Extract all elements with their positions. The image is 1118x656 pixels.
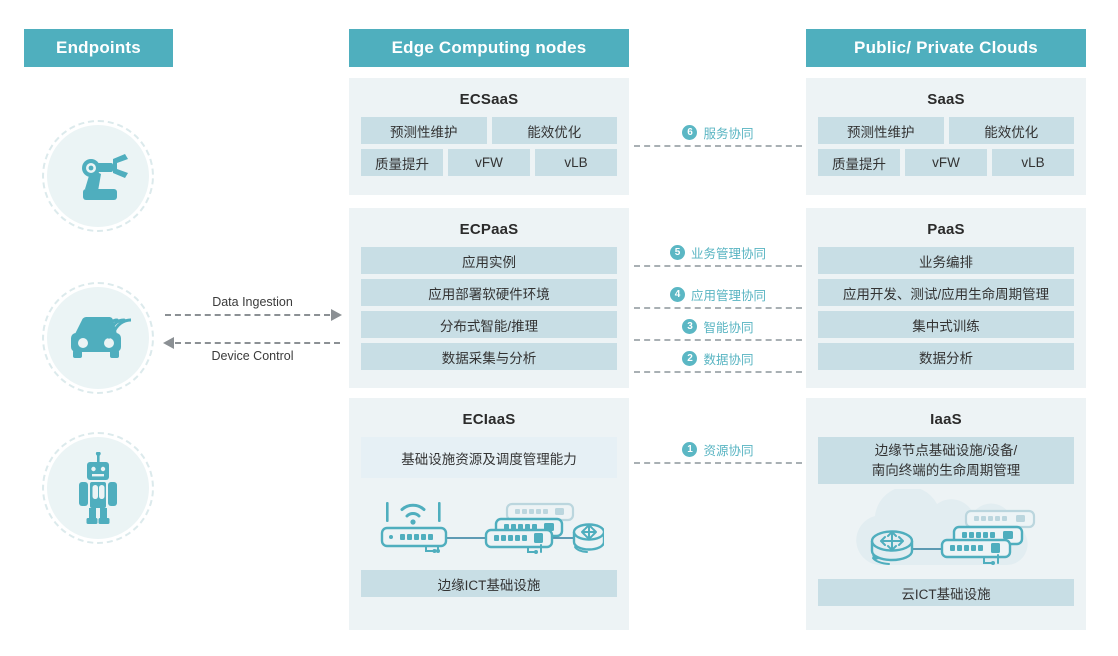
network-devices-icon bbox=[361, 486, 617, 564]
list-item[interactable]: 质量提升 bbox=[361, 149, 443, 176]
card-saas: SaaS 预测性维护 能效优化 质量提升 vFW vLB bbox=[806, 78, 1086, 195]
connector-badge: 6 bbox=[682, 125, 698, 140]
arrow-left-icon bbox=[163, 337, 174, 349]
connector-service-collaboration: 6 服务协同 bbox=[634, 123, 802, 147]
list-item[interactable]: 集中式训练 bbox=[818, 311, 1074, 338]
connector-badge: 5 bbox=[669, 245, 685, 260]
connector-badge: 2 bbox=[682, 351, 698, 366]
card-saas-title: SaaS bbox=[927, 91, 965, 108]
connector-label: 1 资源协同 bbox=[634, 440, 802, 462]
robot-arm-icon bbox=[42, 120, 154, 232]
card-iaas-title: IaaS bbox=[930, 411, 962, 428]
card-eciaas: ECIaaS 基础设施资源及调度管理能力 bbox=[349, 398, 629, 630]
list-item[interactable]: 业务编排 bbox=[818, 247, 1074, 274]
connector-data-collaboration: 2 数据协同 bbox=[634, 349, 802, 373]
connector-line bbox=[634, 339, 802, 341]
connector-line bbox=[634, 462, 802, 464]
list-item[interactable]: vLB bbox=[992, 149, 1074, 176]
list-item-line2: 南向终端的生命周期管理 bbox=[871, 462, 1021, 478]
connector-label: 4 应用管理协同 bbox=[634, 285, 802, 307]
connected-car-icon bbox=[42, 282, 154, 394]
column-header-cloud: Public/ Private Clouds bbox=[806, 29, 1086, 67]
flow-data-ingestion-label: Data Ingestion bbox=[212, 295, 293, 309]
list-item[interactable]: 边缘节点基础设施/设备/ 南向终端的生命周期管理 bbox=[818, 437, 1074, 484]
connector-badge: 4 bbox=[669, 287, 685, 302]
list-item[interactable]: 能效优化 bbox=[948, 117, 1074, 144]
connector-text: 数据协同 bbox=[703, 353, 754, 367]
list-item[interactable]: vFW bbox=[448, 149, 530, 176]
endpoint-ring bbox=[42, 120, 154, 232]
endpoint-robot-arm bbox=[42, 120, 154, 232]
flow-device-control-label: Device Control bbox=[211, 349, 294, 363]
card-ecsaas-row1: 预测性维护 能效优化 bbox=[361, 117, 617, 144]
card-saas-row1: 预测性维护 能效优化 bbox=[818, 117, 1074, 144]
list-item[interactable]: 预测性维护 bbox=[361, 117, 487, 144]
connector-line bbox=[634, 265, 802, 267]
card-paas-title: PaaS bbox=[927, 221, 965, 238]
list-item[interactable]: 数据采集与分析 bbox=[361, 343, 617, 370]
list-item[interactable]: vFW bbox=[905, 149, 987, 176]
card-iaas: IaaS 边缘节点基础设施/设备/ 南向终端的生命周期管理 bbox=[806, 398, 1086, 630]
card-eciaas-title: ECIaaS bbox=[462, 411, 516, 428]
connector-text: 服务协同 bbox=[703, 127, 754, 141]
list-item[interactable]: 应用开发、测试/应用生命周期管理 bbox=[818, 279, 1074, 306]
flow-arrow-left bbox=[163, 337, 340, 349]
connector-label: 3 智能协同 bbox=[634, 317, 802, 339]
flow-device-control: Device Control bbox=[163, 337, 340, 363]
flow-arrow-right bbox=[165, 309, 342, 321]
card-ecpaas-title: ECPaaS bbox=[459, 221, 519, 238]
list-item[interactable]: 基础设施资源及调度管理能力 bbox=[361, 437, 617, 478]
connector-label: 5 业务管理协同 bbox=[634, 243, 802, 265]
endpoint-connected-car bbox=[42, 282, 154, 394]
column-header-edge: Edge Computing nodes bbox=[349, 29, 629, 67]
connector-text: 资源协同 bbox=[703, 444, 754, 458]
card-saas-row2: 质量提升 vFW vLB bbox=[818, 149, 1074, 176]
connector-line bbox=[634, 307, 802, 309]
list-item[interactable]: 边缘ICT基础设施 bbox=[361, 570, 617, 597]
cloud-network-icon bbox=[818, 489, 1074, 575]
connector-line bbox=[634, 145, 802, 147]
connector-text: 业务管理协同 bbox=[690, 247, 766, 261]
list-item[interactable]: 数据分析 bbox=[818, 343, 1074, 370]
list-item[interactable]: 应用部署软硬件环境 bbox=[361, 279, 617, 306]
card-paas: PaaS 业务编排 应用开发、测试/应用生命周期管理 集中式训练 数据分析 bbox=[806, 208, 1086, 388]
endpoint-ring bbox=[42, 282, 154, 394]
list-item[interactable]: 预测性维护 bbox=[818, 117, 944, 144]
column-header-endpoints: Endpoints bbox=[24, 29, 173, 67]
connector-badge: 3 bbox=[682, 319, 698, 334]
connector-text: 智能协同 bbox=[703, 321, 754, 335]
arrow-right-icon bbox=[331, 309, 342, 321]
list-item[interactable]: 能效优化 bbox=[491, 117, 617, 144]
connector-intelligence-collaboration: 3 智能协同 bbox=[634, 317, 802, 341]
connector-badge: 1 bbox=[682, 442, 698, 457]
list-item[interactable]: 分布式智能/推理 bbox=[361, 311, 617, 338]
list-item[interactable]: 云ICT基础设施 bbox=[818, 579, 1074, 606]
connector-line bbox=[634, 371, 802, 373]
connector-application-management-collaboration: 4 应用管理协同 bbox=[634, 285, 802, 309]
connector-label: 2 数据协同 bbox=[634, 349, 802, 371]
flow-data-ingestion: Data Ingestion bbox=[165, 295, 342, 321]
connector-resource-collaboration: 1 资源协同 bbox=[634, 440, 802, 464]
column-header-cloud-label: Public/ Private Clouds bbox=[854, 38, 1038, 57]
column-header-endpoints-label: Endpoints bbox=[56, 38, 141, 57]
card-ecsaas: ECSaaS 预测性维护 能效优化 质量提升 vFW vLB bbox=[349, 78, 629, 195]
connector-business-management-collaboration: 5 业务管理协同 bbox=[634, 243, 802, 267]
list-item[interactable]: 应用实例 bbox=[361, 247, 617, 274]
connector-text: 应用管理协同 bbox=[690, 289, 766, 303]
list-item[interactable]: 质量提升 bbox=[818, 149, 900, 176]
card-ecsaas-title: ECSaaS bbox=[459, 91, 519, 108]
card-ecpaas: ECPaaS 应用实例 应用部署软硬件环境 分布式智能/推理 数据采集与分析 bbox=[349, 208, 629, 388]
column-header-edge-label: Edge Computing nodes bbox=[391, 38, 587, 57]
endpoint-ring bbox=[42, 432, 154, 544]
connector-label: 6 服务协同 bbox=[634, 123, 802, 145]
list-item-line1: 边缘节点基础设施/设备/ bbox=[874, 442, 1018, 458]
list-item[interactable]: vLB bbox=[535, 149, 617, 176]
robot-icon bbox=[42, 432, 154, 544]
endpoint-robot bbox=[42, 432, 154, 544]
card-ecsaas-row2: 质量提升 vFW vLB bbox=[361, 149, 617, 176]
